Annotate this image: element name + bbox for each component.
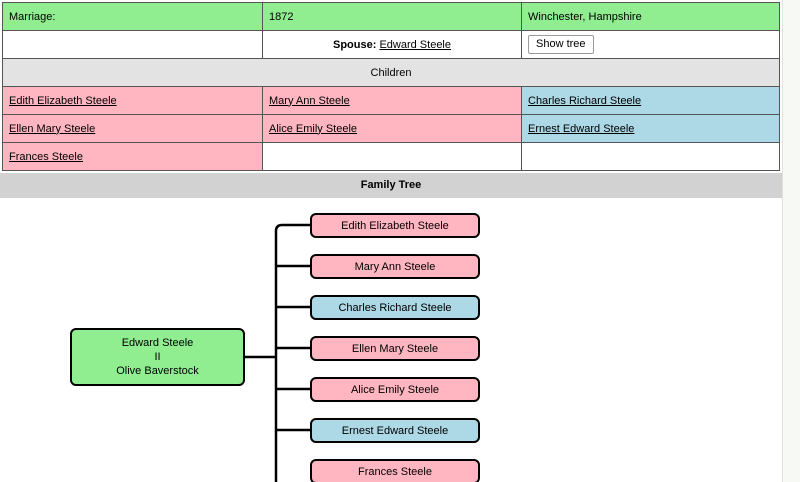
tree-node-label: Charles Richard Steele [338,301,452,314]
tree-node-child[interactable]: Charles Richard Steele [310,295,480,320]
marriage-place-cell: Winchester, Hampshire [521,2,780,31]
tree-node-label: Mary Ann Steele [354,260,436,273]
tree-node-label: Ellen Mary Steele [351,342,439,355]
child-link[interactable]: Edith Elizabeth Steele [9,94,117,107]
family-fact-table: Marriage: 1872 Winchester, Hampshire Spo… [2,2,780,171]
tree-spine [274,223,286,482]
union-symbol: II [154,351,161,363]
family-tree-canvas: Edith Elizabeth Steele Mary Ann Steele C… [0,198,782,482]
tree-node-child[interactable]: Frances Steele [310,459,480,482]
child-cell: Frances Steele [2,142,263,171]
tree-node-label: Frances Steele [358,465,432,478]
child-link[interactable]: Alice Emily Steele [269,122,358,135]
spouse-empty-cell [2,30,263,59]
tree-node-label: Edith Elizabeth Steele [341,219,449,232]
show-tree-button[interactable]: Show tree [528,35,594,54]
spouse-label: Spouse: [332,38,377,51]
tree-node-child[interactable]: Ellen Mary Steele [310,336,480,361]
spouse-cell: Spouse: Edward Steele [262,30,522,59]
child-cell: Alice Emily Steele [262,114,522,143]
show-tree-cell: Show tree [521,30,780,59]
child-cell: Ernest Edward Steele [521,114,780,143]
child-link[interactable]: Ellen Mary Steele [9,122,96,135]
vertical-scrollbar[interactable] [782,0,800,482]
tree-connector-lines [245,223,310,482]
tree-node-child[interactable]: Ernest Edward Steele [310,418,480,443]
child-link[interactable]: Charles Richard Steele [528,94,642,107]
child-cell: Mary Ann Steele [262,86,522,115]
tree-node-child[interactable]: Alice Emily Steele [310,377,480,402]
tree-node-union-root[interactable]: Edward Steele II Olive Baverstock [70,328,245,386]
child-cell: Ellen Mary Steele [2,114,263,143]
child-cell-empty [521,142,780,171]
page-scroll-region: Marriage: 1872 Winchester, Hampshire Spo… [0,2,782,482]
root-parent2-label: Olive Baverstock [116,365,199,377]
table-row-marriage: Marriage: 1872 Winchester, Hampshire [2,2,780,31]
child-link[interactable]: Ernest Edward Steele [528,122,635,135]
spouse-link[interactable]: Edward Steele [379,38,451,51]
children-band-header: Children [2,58,780,87]
root-parent1-label: Edward Steele [121,337,194,349]
tree-node-label: Alice Emily Steele [350,383,440,396]
table-row: Frances Steele [2,142,780,171]
tree-node-child[interactable]: Edith Elizabeth Steele [310,213,480,238]
table-row-children-band: Children [2,58,780,87]
family-tree-band-header: Family Tree [0,173,782,198]
child-link[interactable]: Mary Ann Steele [269,94,350,107]
marriage-year-cell: 1872 [262,2,522,31]
child-cell: Edith Elizabeth Steele [2,86,263,115]
child-cell: Charles Richard Steele [521,86,780,115]
child-cell-empty [262,142,522,171]
tree-node-child[interactable]: Mary Ann Steele [310,254,480,279]
child-link[interactable]: Frances Steele [9,150,83,163]
table-row: Ellen Mary Steele Alice Emily Steele Ern… [2,114,780,143]
marriage-label-cell: Marriage: [2,2,263,31]
tree-node-label: Ernest Edward Steele [341,424,449,437]
table-row: Edith Elizabeth Steele Mary Ann Steele C… [2,86,780,115]
table-row-spouse: Spouse: Edward Steele Show tree [2,30,780,59]
